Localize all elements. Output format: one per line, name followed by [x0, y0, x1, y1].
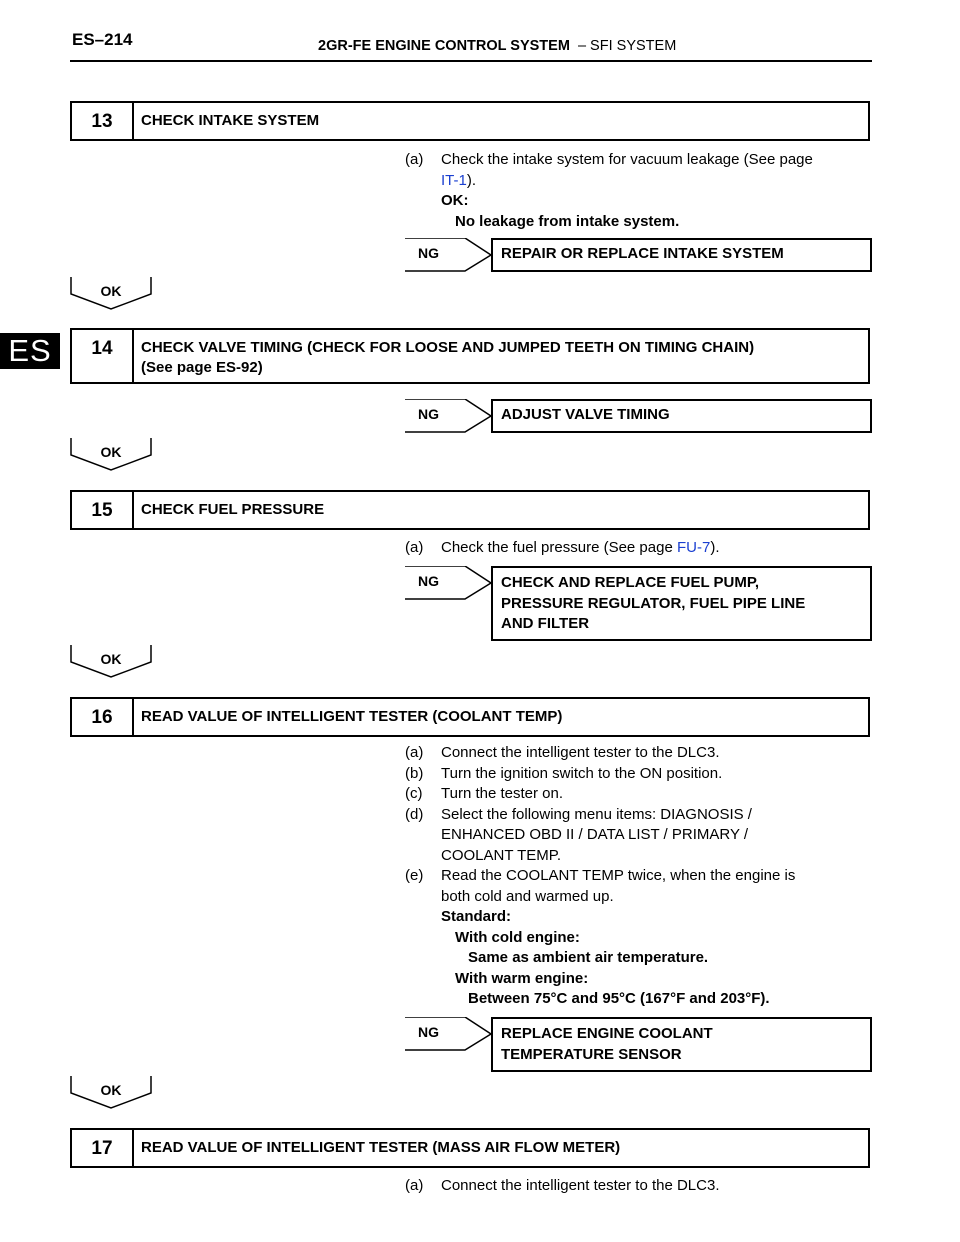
header-rule [70, 60, 872, 62]
step-title-line-1: CHECK VALVE TIMING (CHECK FOR LOOSE AND … [141, 339, 755, 356]
step-13-instructions: (a) Check the intake system for vacuum l… [405, 150, 875, 232]
item-label: (a) [405, 151, 424, 168]
warm-engine-label: With warm engine: [455, 969, 589, 987]
item-text-line: Read the COOLANT TEMP twice, when the en… [441, 867, 796, 884]
ok-label: OK [100, 651, 122, 667]
item-label: (b) [405, 764, 424, 782]
step-title: CHECK INTAKE SYSTEM [141, 112, 320, 129]
ok-criteria-value: No leakage from intake system. [455, 212, 680, 230]
item-text-line: ENHANCED OBD II / DATA LIST / PRIMARY / [441, 826, 749, 843]
ok-badge: OK [70, 437, 152, 471]
cold-engine-label: With cold engine: [455, 928, 580, 946]
ng-result-line-1: REPLACE ENGINE COOLANT [501, 1025, 713, 1042]
ng-result-line-1: CHECK AND REPLACE FUEL PUMP, [501, 574, 760, 591]
item-label: (d) [405, 805, 424, 823]
ok-arrow-icon [70, 1076, 152, 1109]
ng-arrow-icon [405, 1017, 493, 1051]
ng-label: NG [418, 1024, 439, 1040]
ng-arrow-icon [405, 238, 493, 272]
item-label: (e) [405, 867, 424, 884]
ok-arrow-icon [70, 645, 152, 678]
item-text: Check the intake system for vacuum leaka… [441, 151, 813, 168]
ok-label: OK [100, 283, 122, 299]
ng-result-box: ADJUST VALVE TIMING [491, 399, 872, 433]
step-number: 15 [72, 492, 134, 528]
section-title: 2GR-FE ENGINE CONTROL SYSTEM – SFI SYSTE… [318, 38, 676, 54]
ok-badge: OK [70, 1075, 152, 1109]
step-number: 17 [72, 1130, 134, 1166]
item-text: Turn the tester on. [441, 785, 564, 802]
page-link-fu7[interactable]: FU-7 [676, 539, 711, 556]
cold-engine-value: Same as ambient air temperature. [468, 949, 709, 966]
page-link-it1[interactable]: IT-1 [441, 171, 467, 189]
step-13-box: 13 CHECK INTAKE SYSTEM [70, 101, 870, 141]
warm-engine-value: Between 75°C and 95°C (167°F and 203°F). [468, 990, 770, 1007]
item-label: (a) [405, 539, 424, 556]
ng-result-line-2: TEMPERATURE SENSOR [501, 1045, 682, 1063]
item-text-line: Select the following menu items: DIAGNOS… [441, 805, 752, 823]
ok-arrow-icon [70, 277, 152, 310]
ng-result-line-3: AND FILTER [501, 615, 590, 632]
ng-result-line-2: PRESSURE REGULATOR, FUEL PIPE LINE [501, 594, 806, 612]
section-title-rest: – SFI SYSTEM [577, 38, 677, 54]
ng-label: NG [418, 245, 439, 261]
step-title-line-2: (See page ES-92) [141, 359, 263, 376]
page-number: ES–214 [72, 30, 133, 49]
ng-result-box: REPLACE ENGINE COOLANT TEMPERATURE SENSO… [491, 1017, 872, 1072]
ng-result-box: CHECK AND REPLACE FUEL PUMP, PRESSURE RE… [491, 566, 872, 641]
step-16-box: 16 READ VALUE OF INTELLIGENT TESTER (COO… [70, 697, 870, 737]
list-item: (e) Read the COOLANT TEMP twice, when th… [405, 866, 875, 1010]
section-tab: ES [0, 333, 60, 369]
ok-badge: OK [70, 644, 152, 678]
item-text-line: both cold and warmed up. [441, 887, 614, 905]
step-number: 14 [72, 330, 134, 382]
item-text-end: ). [710, 539, 720, 556]
step-15-instructions: (a) Check the fuel pressure (See page FU… [405, 538, 875, 559]
ng-result-box: REPAIR OR REPLACE INTAKE SYSTEM [491, 238, 872, 272]
item-text: Turn the ignition switch to the ON posit… [441, 764, 723, 782]
ok-label: OK [100, 1082, 122, 1098]
item-label: (c) [405, 785, 423, 802]
step-14-box: 14 CHECK VALVE TIMING (CHECK FOR LOOSE A… [70, 328, 870, 384]
standard-label: Standard: [441, 908, 512, 925]
step-16-instructions: (a) Connect the intelligent tester to the… [405, 743, 875, 1010]
list-item: (c) Turn the tester on. [405, 784, 875, 805]
list-item: (b) Turn the ignition switch to the ON po… [405, 764, 875, 785]
ng-arrow-icon [405, 566, 493, 600]
item-text-end: ). [466, 171, 477, 189]
step-number: 13 [72, 103, 134, 139]
step-17-instructions: (a) Connect the intelligent tester to th… [405, 1176, 875, 1197]
ok-label: OK [100, 444, 122, 460]
item-label: (a) [405, 744, 424, 761]
list-item: (d) Select the following menu items: DIA… [405, 805, 875, 867]
step-title: READ VALUE OF INTELLIGENT TESTER (MASS A… [141, 1139, 621, 1156]
item-label: (a) [405, 1177, 424, 1194]
step-title: CHECK FUEL PRESSURE [141, 501, 325, 518]
step-15-box: 15 CHECK FUEL PRESSURE [70, 490, 870, 530]
list-item: (a) Connect the intelligent tester to the… [405, 743, 875, 764]
ng-label: NG [418, 573, 439, 589]
ng-label: NG [418, 406, 439, 422]
section-title-bold: 2GR-FE ENGINE CONTROL SYSTEM [318, 38, 570, 54]
step-number: 16 [72, 699, 134, 735]
step-17-box: 17 READ VALUE OF INTELLIGENT TESTER (MAS… [70, 1128, 870, 1168]
ok-arrow-icon [70, 438, 152, 471]
ok-badge: OK [70, 276, 152, 310]
item-text: Connect the intelligent tester to the DL… [441, 744, 720, 761]
item-text: Connect the intelligent tester to the DL… [441, 1177, 720, 1194]
item-text: Check the fuel pressure (See page [441, 539, 677, 556]
ng-arrow-icon [405, 399, 493, 433]
step-title: CHECK VALVE TIMING (CHECK FOR LOOSE AND … [134, 330, 868, 382]
ok-criteria-label: OK: [441, 192, 469, 209]
step-title: READ VALUE OF INTELLIGENT TESTER (COOLAN… [141, 708, 563, 725]
item-text-line: COOLANT TEMP. [441, 846, 562, 864]
